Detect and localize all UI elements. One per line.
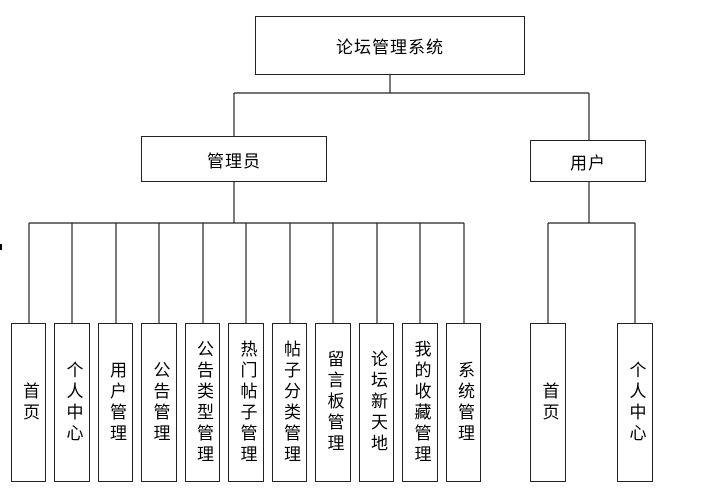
admin-child-label: 首页 [19,381,39,424]
admin-child-label: 论坛新天地 [367,350,387,455]
admin-child-label: 系统管理 [454,360,474,445]
admin-node: 管理员 [141,136,327,182]
admin-child-node: 留言板管理 [315,323,351,482]
user-child-node: 首页 [530,323,566,482]
admin-child-node: 热门帖子管理 [228,323,264,482]
admin-child-node: 公告类型管理 [185,323,220,482]
user-child-label: 个人中心 [625,360,646,445]
root-label: 论坛管理系统 [336,38,444,58]
user-child-node: 个人中心 [617,323,653,482]
admin-child-node: 用户管理 [98,323,133,482]
user-node: 用户 [530,140,646,182]
admin-child-node: 系统管理 [446,323,481,482]
admin-child-label: 用户管理 [106,360,126,445]
admin-child-node: 个人中心 [54,323,90,482]
admin-label: 管理员 [207,151,261,172]
admin-child-node: 论坛新天地 [359,323,394,482]
admin-child-node: 首页 [11,323,46,482]
admin-child-label: 我的收藏管理 [410,339,431,466]
admin-child-label: 公告管理 [149,360,170,445]
admin-child-label: 热门帖子管理 [236,339,257,466]
admin-child-node: 我的收藏管理 [402,323,438,482]
root-node: 论坛管理系统 [255,16,525,75]
admin-child-label: 个人中心 [62,360,83,445]
admin-child-node: 公告管理 [141,323,177,482]
admin-child-label: 留言板管理 [323,350,344,455]
user-label: 用户 [570,153,606,174]
user-child-label: 首页 [538,381,559,424]
edge-tick-mark [0,244,2,250]
admin-child-label: 公告类型管理 [193,339,213,466]
admin-child-label: 帖子分类管理 [280,339,300,466]
admin-child-node: 帖子分类管理 [272,323,307,482]
